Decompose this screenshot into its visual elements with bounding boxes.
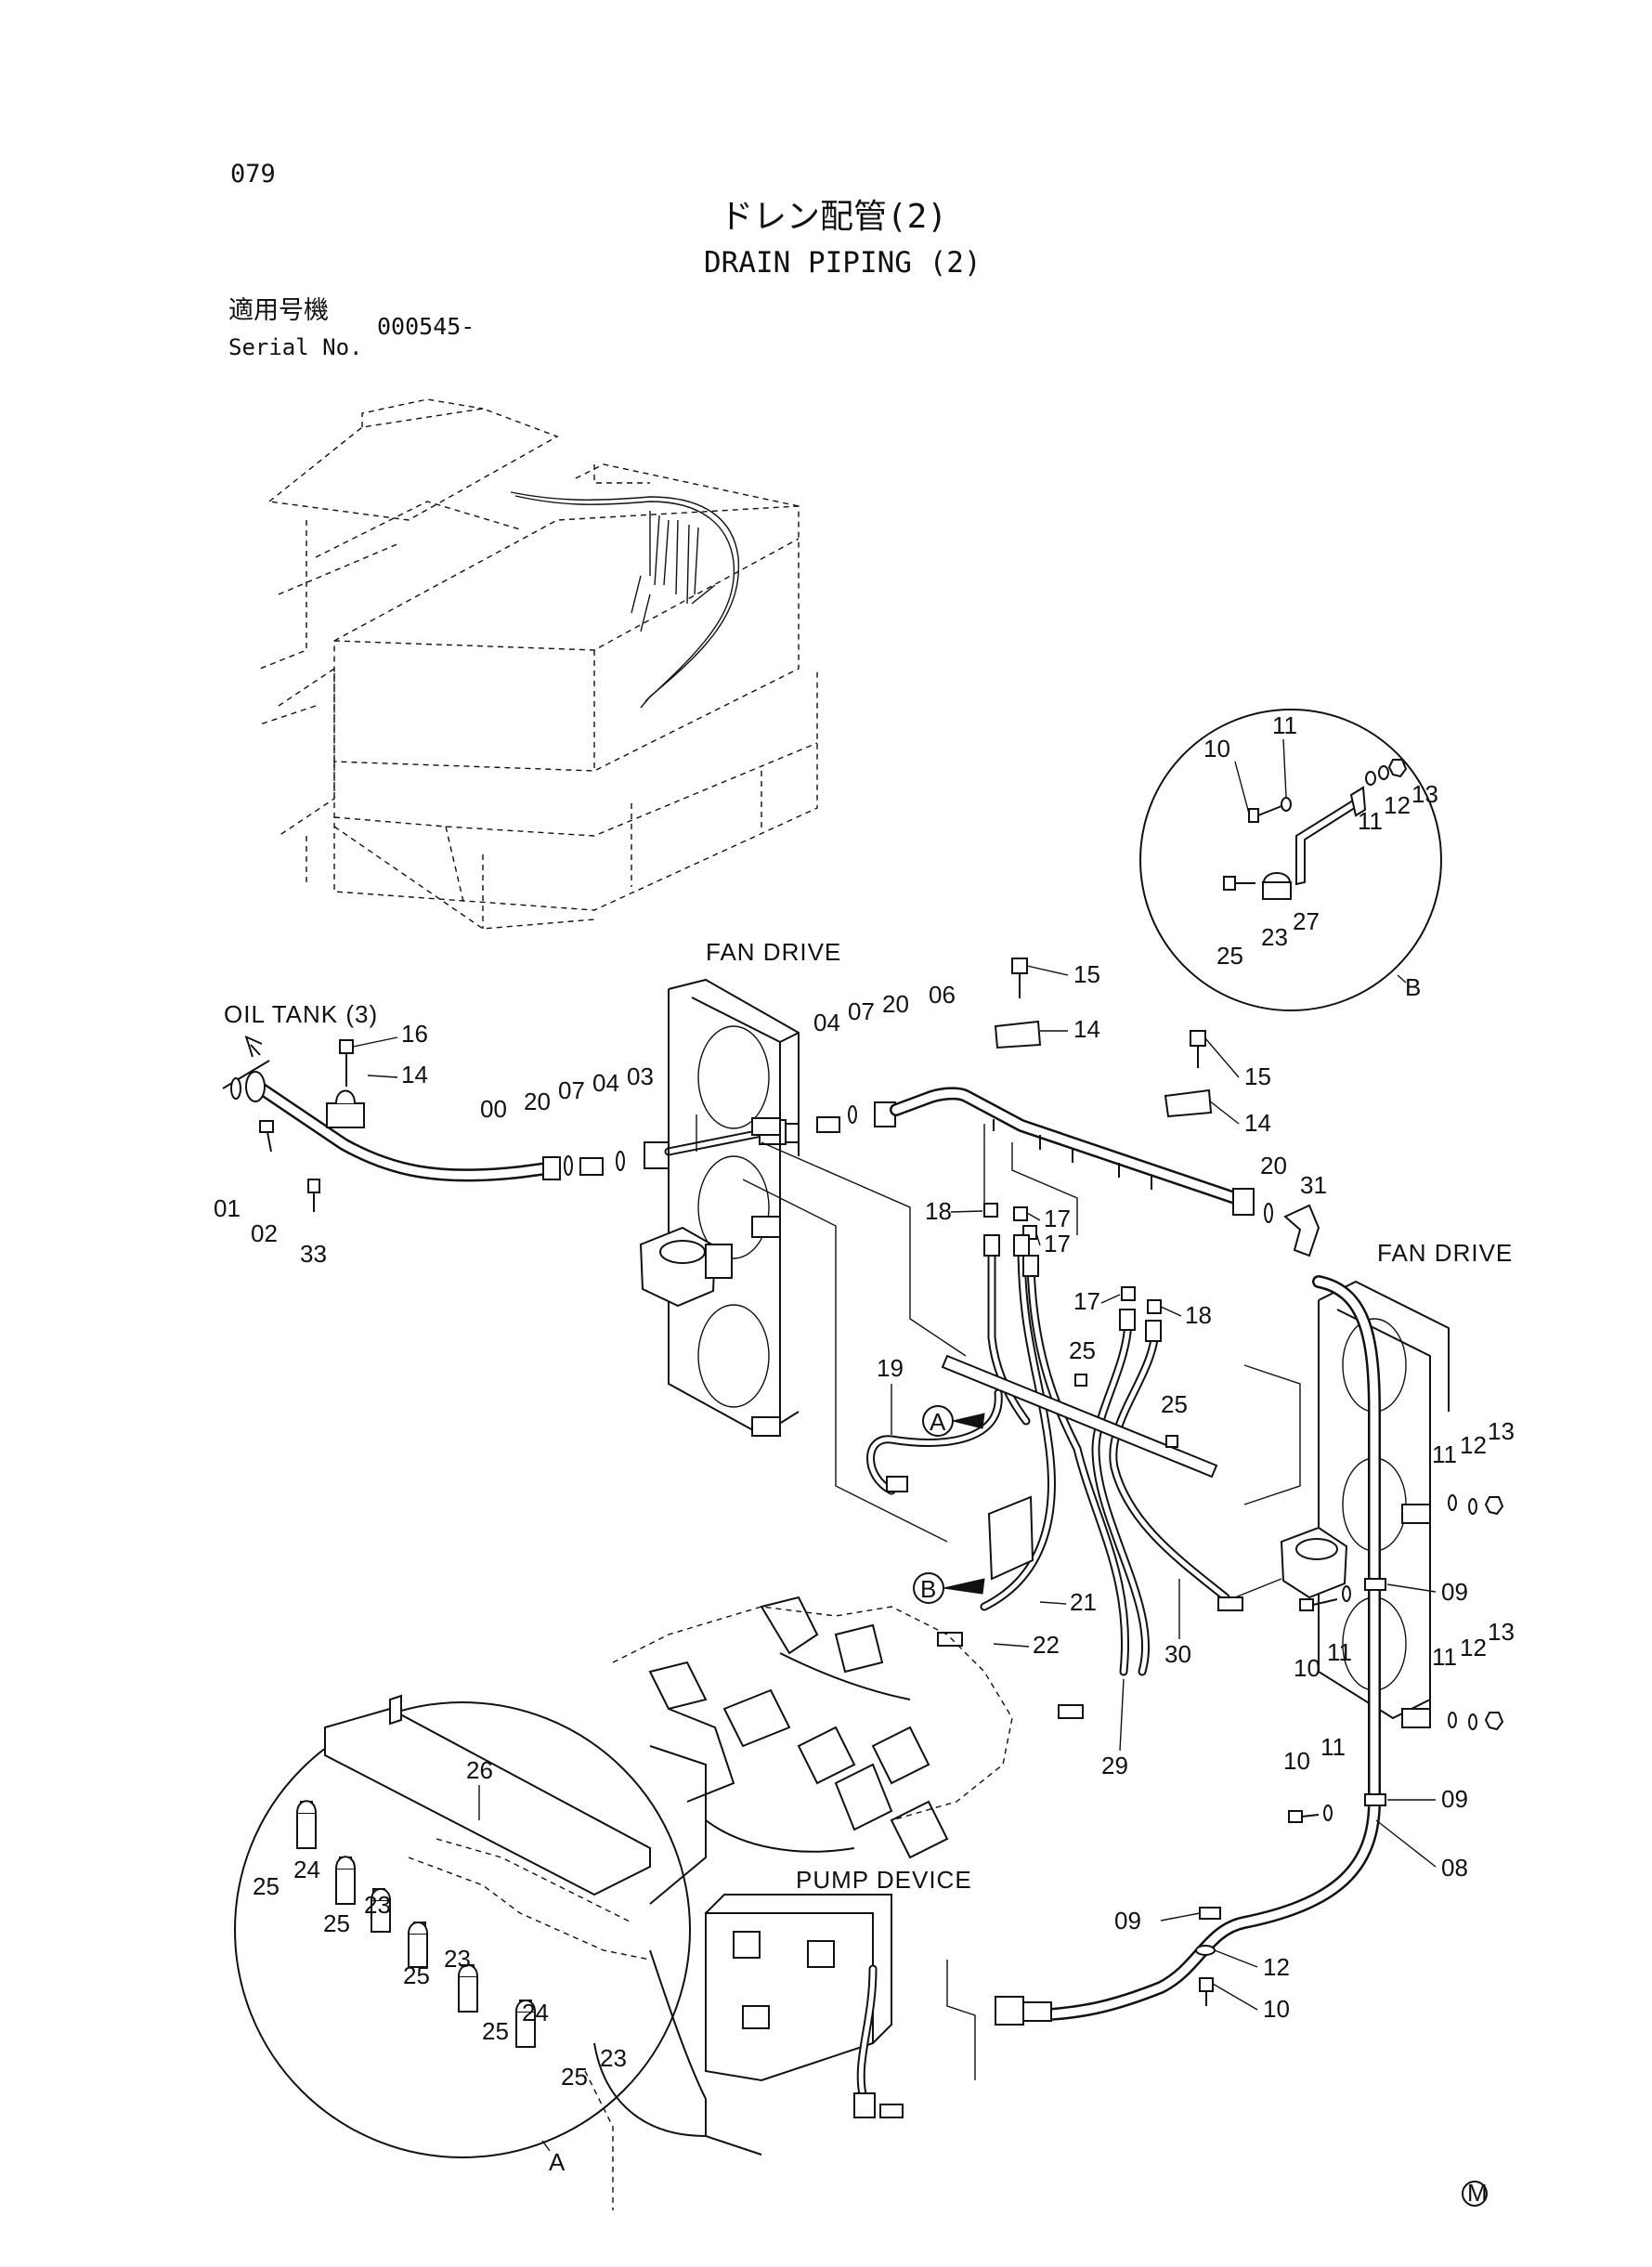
part-21: 21 — [1070, 1588, 1097, 1616]
part-19: 19 — [877, 1354, 904, 1382]
fan-drive-right-label: FAN DRIVE — [1377, 1239, 1513, 1267]
corner-mark: M — [1462, 2179, 1488, 2207]
part-12b: 12 — [1460, 1634, 1487, 1661]
part-07b: 07 — [848, 997, 875, 1025]
drain-hose-bundle: A B 18 17 17 17 18 25 25 19 21 22 29 30 — [866, 1197, 1243, 1779]
part-11b: 11 — [1327, 1638, 1352, 1666]
oil-tank-return-pipe: OIL TANK (3) 00 01 02 33 14 16 — [214, 1000, 857, 1268]
part-10a: 10 — [1294, 1654, 1320, 1682]
part-15b: 15 — [1244, 1062, 1271, 1090]
title-japanese: ドレン配管(2) — [720, 198, 947, 236]
part-20b: 20 — [882, 990, 909, 1018]
a-part-24b: 24 — [522, 1999, 549, 2026]
overview-machine-sketch — [259, 398, 818, 930]
part-06: 06 — [929, 981, 956, 1009]
part-13a: 13 — [1488, 1417, 1515, 1445]
part-08: 08 — [1441, 1854, 1468, 1882]
part-11a: 11 — [1432, 1440, 1457, 1468]
a-part-23a: 23 — [364, 1891, 391, 1919]
part-25b: 25 — [1161, 1390, 1188, 1418]
page-number: 079 — [230, 160, 276, 189]
detail-b-circle: B 10 11 11 12 13 25 23 27 — [1139, 709, 1442, 1011]
part-07a: 07 — [558, 1076, 585, 1104]
b-part-11a: 11 — [1272, 711, 1297, 739]
b-part-25: 25 — [1216, 942, 1243, 970]
serial-value: 000545- — [377, 313, 475, 340]
part-09b: 09 — [1441, 1785, 1468, 1813]
part-25a: 25 — [1069, 1336, 1096, 1364]
part-14a: 14 — [401, 1061, 428, 1088]
part-09a: 09 — [1441, 1578, 1468, 1606]
a-part-25a: 25 — [253, 1872, 280, 1900]
a-part-25b: 25 — [323, 1909, 350, 1937]
a-part-25c: 25 — [403, 1961, 430, 1989]
part-14b: 14 — [1073, 1015, 1100, 1043]
part-03: 03 — [627, 1062, 654, 1090]
b-part-10: 10 — [1203, 735, 1230, 762]
part-09c: 09 — [1114, 1907, 1141, 1935]
part-17b: 17 — [1044, 1230, 1071, 1257]
part-11d: 11 — [1320, 1733, 1346, 1761]
part-00: 00 — [480, 1095, 507, 1123]
a-part-23c: 23 — [600, 2044, 627, 2072]
reference-leader-lines — [742, 1124, 1301, 2080]
part-13b: 13 — [1488, 1618, 1515, 1646]
part-14c: 14 — [1244, 1109, 1271, 1137]
part-17c: 17 — [1073, 1287, 1100, 1315]
part-31: 31 — [1300, 1171, 1327, 1199]
part-12c: 12 — [1263, 1953, 1290, 1981]
corner-mark-letter: M — [1467, 2179, 1488, 2207]
detail-a-circle: A 26 25 24 25 23 25 23 25 24 2 — [234, 1694, 691, 2176]
part-18b: 18 — [1185, 1301, 1212, 1329]
part-04b: 04 — [813, 1009, 840, 1036]
applicable-machine-label: 適用号機 — [228, 296, 329, 325]
part-02: 02 — [251, 1219, 278, 1247]
fan-drive-left-label: FAN DRIVE — [706, 938, 841, 966]
marker-a-label: A — [930, 1408, 946, 1436]
part-10b: 10 — [1283, 1747, 1310, 1775]
oil-tank-label: OIL TANK (3) — [224, 1000, 378, 1028]
part-16: 16 — [401, 1020, 428, 1048]
part-29: 29 — [1101, 1752, 1128, 1779]
part-17a: 17 — [1044, 1205, 1071, 1232]
part-11c: 11 — [1432, 1643, 1457, 1671]
a-part-25e: 25 — [561, 2063, 588, 2091]
a-part-25d: 25 — [482, 2017, 509, 2045]
pump-device: PUMP DEVICE — [584, 1596, 1013, 2210]
b-part-23: 23 — [1261, 923, 1288, 951]
b-part-12: 12 — [1384, 791, 1411, 819]
fan-drive-right: FAN DRIVE 11 12 — [995, 1239, 1515, 2026]
part-30: 30 — [1164, 1640, 1191, 1668]
part-22: 22 — [1033, 1631, 1060, 1659]
pump-device-label: PUMP DEVICE — [796, 1866, 972, 1894]
part-20a: 20 — [524, 1088, 551, 1115]
part-18a: 18 — [925, 1197, 952, 1225]
part-15a: 15 — [1073, 960, 1100, 988]
part-33: 33 — [300, 1240, 327, 1268]
drain-pipe-06: 04 07 20 06 15 14 15 14 20 31 — [813, 958, 1327, 1257]
b-part-27: 27 — [1293, 907, 1320, 935]
part-01: 01 — [214, 1194, 241, 1222]
title-english: DRAIN PIPING (2) — [704, 246, 982, 280]
b-part-13: 13 — [1411, 780, 1438, 808]
marker-b-label: B — [920, 1575, 936, 1603]
detail-b-label: B — [1405, 973, 1421, 1001]
b-part-11b: 11 — [1358, 807, 1383, 835]
detail-a-label: A — [549, 2148, 566, 2176]
serial-label: Serial No. — [228, 334, 363, 360]
fan-drive-left: FAN DRIVE — [639, 938, 841, 1437]
part-12a: 12 — [1460, 1431, 1487, 1459]
a-part-24a: 24 — [293, 1856, 320, 1883]
part-20c: 20 — [1260, 1152, 1287, 1179]
a-part-26: 26 — [466, 1756, 493, 1784]
part-04a: 04 — [592, 1069, 619, 1097]
part-10c: 10 — [1263, 1995, 1290, 2023]
a-part-23b: 23 — [444, 1945, 471, 1973]
